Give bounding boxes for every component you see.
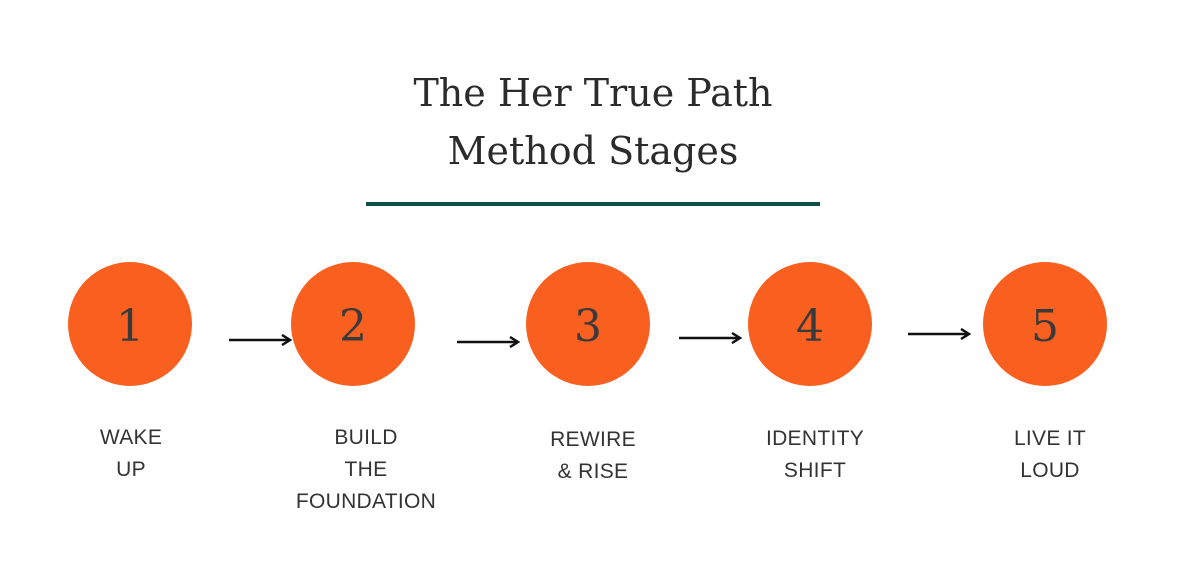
title-line-1: The Her True Path — [413, 71, 773, 115]
stage-4-circle: 4 — [748, 262, 872, 386]
stage-4-number: 4 — [796, 300, 824, 352]
stage-1-number: 1 — [116, 300, 144, 352]
arrow-2-to-3 — [457, 336, 521, 348]
stage-1-circle: 1 — [68, 262, 192, 386]
stage-5-label-line: LOUD — [1020, 459, 1080, 482]
stage-1-label: WAKE UP — [41, 422, 221, 486]
arrow-1-to-2 — [229, 334, 293, 346]
stage-2-number: 2 — [339, 300, 367, 352]
stage-4-label: IDENTITY SHIFT — [725, 423, 905, 487]
stage-3-label-line: & RISE — [557, 460, 629, 483]
stage-1-label-line: WAKE — [99, 426, 163, 449]
stage-3-label: REWIRE & RISE — [503, 424, 683, 488]
stage-4-label-line: IDENTITY — [765, 427, 865, 450]
stage-5-circle: 5 — [983, 262, 1107, 386]
stage-5-number: 5 — [1031, 300, 1059, 352]
stage-2-label: BUILD THE FOUNDATION — [276, 422, 456, 518]
stage-5-label: LIVE IT LOUD — [960, 423, 1140, 487]
stage-2-label-line: FOUNDATION — [295, 490, 437, 513]
stage-4-label-line: SHIFT — [783, 459, 847, 482]
stage-3-circle: 3 — [526, 262, 650, 386]
stage-3-number: 3 — [574, 300, 602, 352]
stage-2-label-line: BUILD — [334, 426, 398, 449]
stage-2-circle: 2 — [291, 262, 415, 386]
stage-5-label-line: LIVE IT — [1013, 427, 1087, 450]
stage-2-label-line: THE — [344, 458, 388, 481]
diagram-title: The Her True Path Method Stages — [300, 64, 886, 180]
title-divider — [366, 202, 820, 206]
title-line-2: Method Stages — [447, 129, 739, 173]
arrow-4-to-5 — [908, 328, 972, 340]
stage-3-label-line: REWIRE — [550, 428, 636, 451]
arrow-3-to-4 — [679, 332, 743, 344]
stage-1-label-line: UP — [116, 458, 146, 481]
